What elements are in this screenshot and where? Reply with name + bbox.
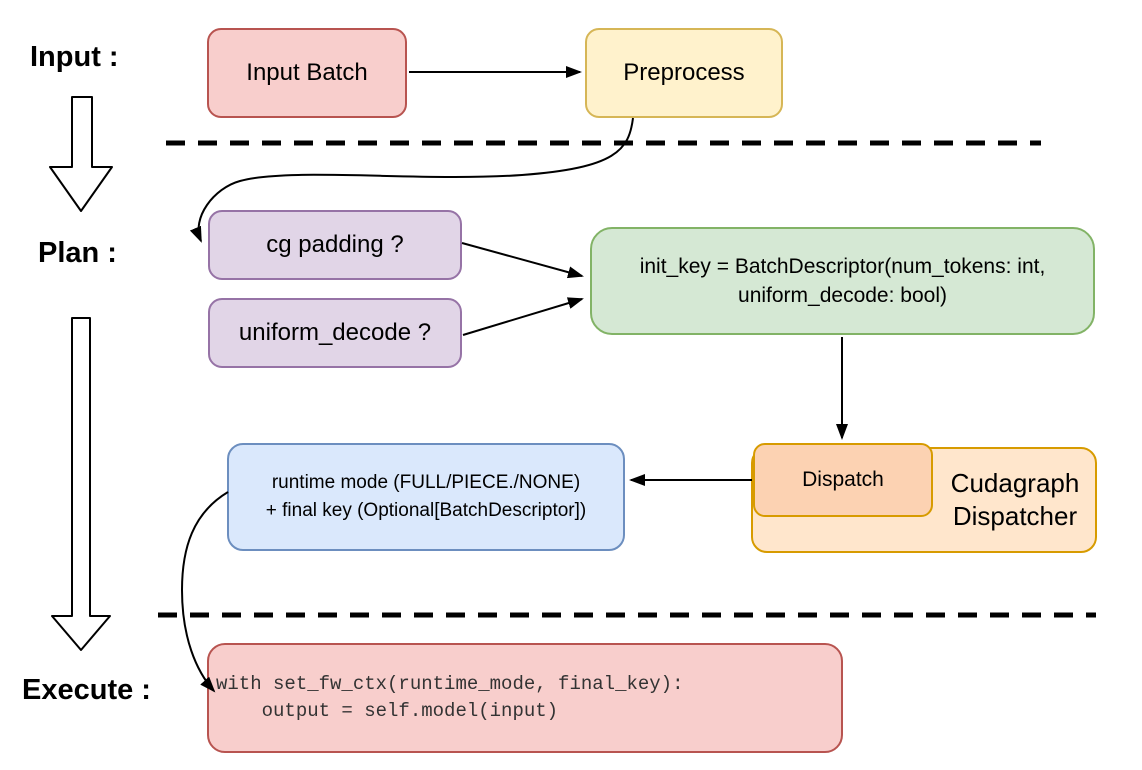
edge-cg-padding-to-init-key	[461, 242, 584, 279]
uniform-decode-node: uniform_decode ?	[208, 298, 462, 368]
stage-label-plan: Plan :	[38, 237, 117, 269]
cudagraph-label-line-1: Cudagraph	[950, 468, 1080, 498]
cudagraph-label-line-2: Dispatcher	[952, 501, 1078, 531]
dispatch-label: Dispatch	[802, 468, 884, 491]
runtime-mode-line-2: + final key (Optional[BatchDescriptor])	[265, 500, 587, 521]
uniform-decode-label: uniform_decode ?	[238, 319, 432, 346]
execute-code-node: with set_fw_ctx(runtime_mode, final_key)…	[207, 643, 843, 753]
preprocess-node: Preprocess	[585, 28, 783, 118]
runtime-mode-node: runtime mode (FULL/PIECE./NONE) + final …	[227, 443, 625, 551]
runtime-mode-line-1: runtime mode (FULL/PIECE./NONE)	[271, 472, 581, 493]
preprocess-label: Preprocess	[623, 59, 745, 86]
edge-uniform-decode-to-init-key	[462, 297, 584, 336]
execute-code-line-1: with set_fw_ctx(runtime_mode, final_key)…	[216, 673, 684, 695]
input-to-plan-flow-arrow	[49, 96, 113, 212]
init-key-line-2: uniform_decode: bool)	[738, 284, 947, 307]
input-batch-label: Input Batch	[246, 59, 368, 86]
plan-to-execute-flow-arrow	[51, 317, 111, 651]
dispatch-node: Dispatch	[753, 443, 933, 517]
init-key-line-1: init_key = BatchDescriptor(num_tokens: i…	[639, 255, 1046, 278]
input-batch-node: Input Batch	[207, 28, 407, 118]
stage-label-execute: Execute :	[22, 674, 151, 706]
cg-padding-node: cg padding ?	[208, 210, 462, 280]
cg-padding-label: cg padding ?	[266, 231, 404, 258]
stage-label-input: Input :	[30, 41, 119, 73]
execute-code-line-2: output = self.model(input)	[216, 700, 559, 722]
init-key-node: init_key = BatchDescriptor(num_tokens: i…	[590, 227, 1095, 335]
cudagraph-dispatcher-label: Cudagraph Dispatcher	[933, 447, 1097, 553]
